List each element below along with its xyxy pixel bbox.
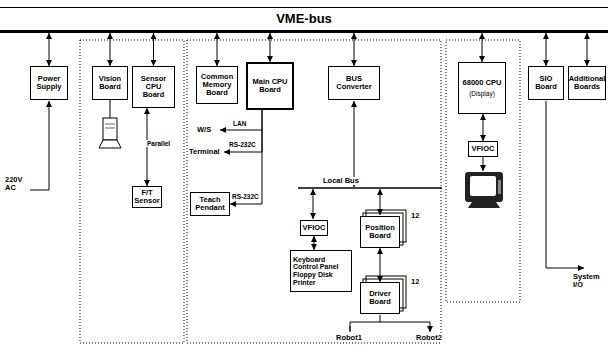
robot-lines (350, 315, 430, 331)
io-label: System I/O (572, 273, 604, 290)
sio-line (546, 101, 584, 268)
box-text: Sensor CPU Board (135, 75, 172, 100)
connector (546, 33, 547, 66)
process-box: Additional Boards (568, 66, 606, 100)
signal-label: W/S (196, 126, 212, 134)
connector (354, 33, 355, 66)
box-text: VFIOC (472, 145, 495, 153)
process-box: SIO Board (528, 66, 564, 100)
process-box: VFIOC (468, 141, 498, 157)
box-text: VME-bus (276, 12, 332, 26)
box-text: Position Board (363, 224, 397, 241)
process-box: Power Supply (30, 66, 68, 100)
process-box: Position Board (360, 216, 400, 248)
process-box: VFIOC (300, 220, 328, 236)
connector (380, 248, 381, 282)
connector (153, 33, 154, 66)
process-box: F/T Sensor (132, 186, 162, 208)
robot-label: Robot1 (335, 334, 363, 342)
box-text: VFIOC (303, 224, 326, 232)
connector (482, 33, 483, 62)
box-text: BUS Converter (331, 75, 377, 92)
connector (270, 33, 271, 62)
process-box: Vision Board (92, 66, 128, 100)
box-text: Keyboard Control Panel Floppy Disk Print… (293, 256, 349, 287)
process-box: Main CPU Board (246, 62, 294, 110)
box-text: Power Supply (33, 75, 65, 92)
signal-label: RS-232C (228, 141, 257, 148)
box-text: Driver Board (363, 290, 397, 307)
connector (314, 236, 315, 250)
connector (230, 110, 262, 204)
process-box: Common Memory Board (196, 66, 238, 104)
power-label: 220V AC (4, 176, 30, 193)
box-text: Vision Board (95, 75, 125, 92)
converter-arrow (354, 101, 355, 187)
box-text: SIO Board (531, 75, 561, 92)
terminal-line (224, 130, 262, 152)
connector (49, 33, 50, 66)
edge-label: RS-232C (231, 193, 260, 200)
box-text: 68000 CPU (463, 79, 502, 87)
signal-label: Terminal (188, 148, 221, 156)
position-arrow (380, 189, 381, 215)
box-text: Additional Boards (569, 75, 606, 92)
signal-label: LAN (232, 120, 247, 127)
lan-line (220, 110, 262, 130)
box-text: Main CPU Board (250, 78, 290, 95)
box-text: F/T Sensor (134, 189, 159, 206)
ac-line (28, 101, 49, 190)
process-box: Sensor CPU Board (132, 66, 175, 108)
local-bus-line (298, 187, 442, 189)
process-box: Driver Board (360, 282, 400, 314)
monitor-icon (465, 172, 503, 208)
box-text: Teach Pendant (193, 196, 227, 213)
dotted-group (80, 40, 520, 343)
bus-label: Local Bus (322, 177, 360, 185)
camera-icon (99, 118, 121, 148)
connector (483, 114, 484, 141)
process-box: 68000 CPU (Display) (458, 62, 506, 114)
count-label: 12 (410, 212, 420, 220)
bus-band: VME-bus (0, 7, 608, 33)
process-box: BUS Converter (328, 66, 380, 100)
connector (217, 33, 218, 66)
process-box: Keyboard Control Panel Floppy Disk Print… (290, 250, 352, 292)
connector (110, 33, 111, 66)
robot-arrows (350, 326, 430, 332)
connector (587, 33, 588, 66)
robot-label: Robot2 (415, 334, 443, 342)
camera-wire (110, 100, 111, 118)
edge-label: Parallel (146, 140, 171, 147)
box-text: Common Memory Board (199, 73, 235, 98)
monitor-arrow (483, 157, 484, 171)
process-box: Teach Pendant (190, 192, 230, 216)
count-label: 12 (410, 278, 420, 286)
vfioc-arrow (313, 189, 314, 219)
box-text: (Display) (469, 90, 495, 97)
